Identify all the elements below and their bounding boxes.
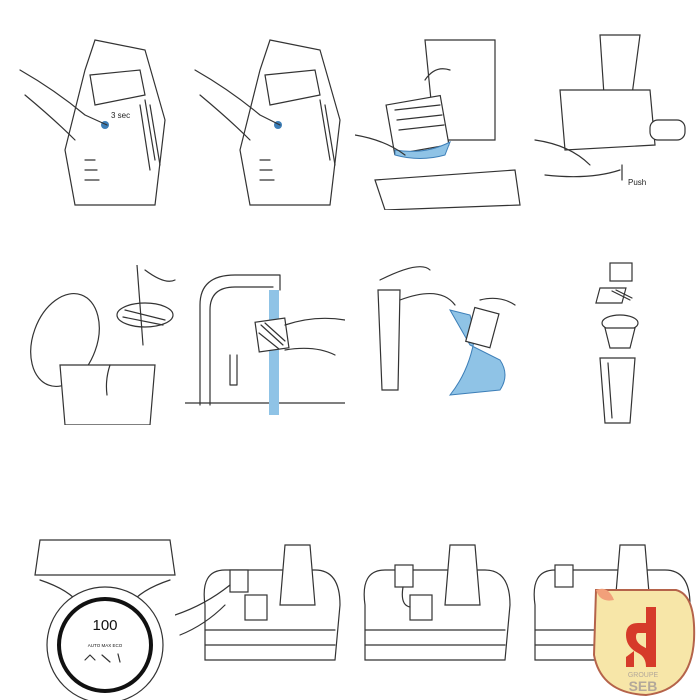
step-3-illustration [355, 30, 525, 210]
display-value: 100 [92, 617, 117, 634]
logo-text-seb: SEB [629, 678, 658, 694]
step-5-illustration [25, 265, 185, 425]
step-6-illustration [185, 265, 345, 425]
step-9-illustration: 100 AUTO MAX ECO [30, 530, 180, 700]
display-modes: AUTO MAX ECO [88, 643, 123, 648]
step-4-illustration: Push [530, 30, 700, 210]
step-2-illustration [190, 30, 350, 210]
step-10-illustration [175, 535, 345, 685]
step-7-illustration [360, 260, 520, 420]
push-label: Push [628, 178, 646, 187]
step-1-illustration: 3 sec [15, 30, 175, 210]
groupe-seb-logo: GROUPE SEB [586, 585, 698, 697]
hold-duration-label: 3 sec [111, 111, 130, 120]
logo-text-groupe: GROUPE [628, 672, 659, 679]
step-11-illustration [355, 535, 525, 685]
step-8-illustration [590, 258, 650, 428]
